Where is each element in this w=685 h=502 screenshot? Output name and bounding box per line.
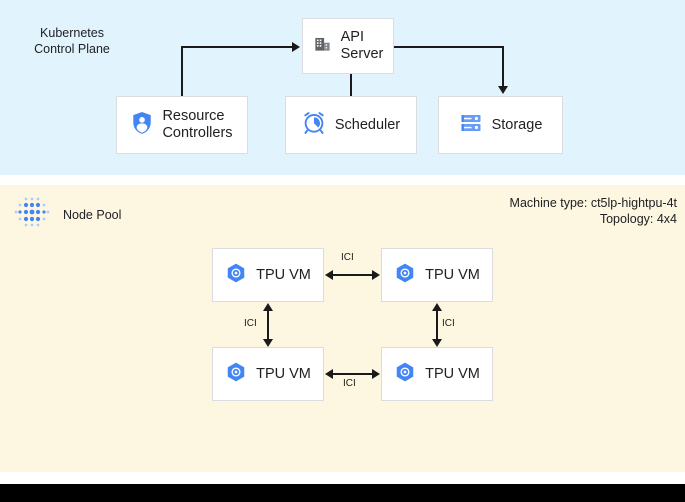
ici-left-arrowhead-up: [263, 303, 273, 311]
control-plane-title: Kubernetes Control Plane: [34, 26, 110, 56]
node-pool-section: [0, 185, 685, 472]
ici-link-left-line: [267, 310, 269, 340]
node-tpu-vm-4[interactable]: TPU VM: [381, 347, 493, 401]
ici-link-top-line: [332, 274, 373, 276]
footer-bar: [0, 484, 685, 502]
ici-link-bottom-line: [332, 373, 373, 375]
connector-api-storage-horizontal: [394, 46, 504, 48]
node-tpu-vm-1[interactable]: TPU VM: [212, 248, 324, 302]
arrowhead-to-api-server-left: [292, 41, 300, 52]
node-tpu-vm-4-label: TPU VM: [425, 365, 480, 382]
node-tpu-vm-2[interactable]: TPU VM: [381, 248, 493, 302]
ici-right-arrowhead-down: [432, 339, 442, 347]
arrowhead-to-storage: [498, 86, 509, 94]
node-scheduler-label: Scheduler: [334, 116, 401, 133]
node-api-server-label: API Server: [340, 29, 384, 62]
ici-left-arrowhead-down: [263, 339, 273, 347]
ici-right-arrowhead-up: [432, 303, 442, 311]
ici-bottom-arrowhead-right: [372, 369, 380, 379]
connector-scheduler-vertical: [350, 70, 352, 96]
node-scheduler[interactable]: Scheduler: [285, 96, 417, 154]
ici-label-left: ICI: [244, 318, 257, 329]
ici-label-right: ICI: [442, 318, 455, 329]
node-pool-dots-icon: [14, 195, 50, 234]
ici-label-top: ICI: [341, 252, 354, 263]
alarm-clock-icon: [302, 111, 326, 140]
building-icon: [313, 34, 332, 58]
node-tpu-vm-3-label: TPU VM: [256, 365, 311, 382]
ici-bottom-arrowhead-left: [325, 369, 333, 379]
ici-label-bottom: ICI: [343, 378, 356, 389]
connector-rc-horizontal: [181, 46, 293, 48]
shield-person-icon: [131, 111, 153, 140]
node-storage[interactable]: Storage: [438, 96, 563, 154]
ici-top-arrowhead-right: [372, 270, 380, 280]
tpu-hex-icon: [394, 361, 416, 388]
node-resource-controllers[interactable]: Resource Controllers: [116, 96, 248, 154]
node-pool-title: Node Pool: [63, 207, 122, 222]
node-tpu-vm-1-label: TPU VM: [256, 266, 311, 283]
ici-top-arrowhead-left: [325, 270, 333, 280]
ici-link-right-line: [436, 310, 438, 340]
machine-type-label: Machine type: ct5lp-hightpu-4t: [509, 196, 677, 210]
node-storage-label: Storage: [491, 116, 543, 133]
node-api-server[interactable]: API Server: [302, 18, 394, 74]
tpu-hex-icon: [394, 262, 416, 289]
server-storage-icon: [459, 111, 483, 140]
topology-label: Topology: 4x4: [599, 212, 677, 226]
connector-api-storage-vertical: [502, 46, 504, 90]
node-tpu-vm-2-label: TPU VM: [425, 266, 480, 283]
connector-rc-vertical: [181, 46, 183, 96]
tpu-hex-icon: [225, 361, 247, 388]
node-tpu-vm-3[interactable]: TPU VM: [212, 347, 324, 401]
tpu-hex-icon: [225, 262, 247, 289]
node-pool-header: Node Pool: [14, 195, 121, 234]
node-resource-controllers-label: Resource Controllers: [162, 108, 233, 141]
